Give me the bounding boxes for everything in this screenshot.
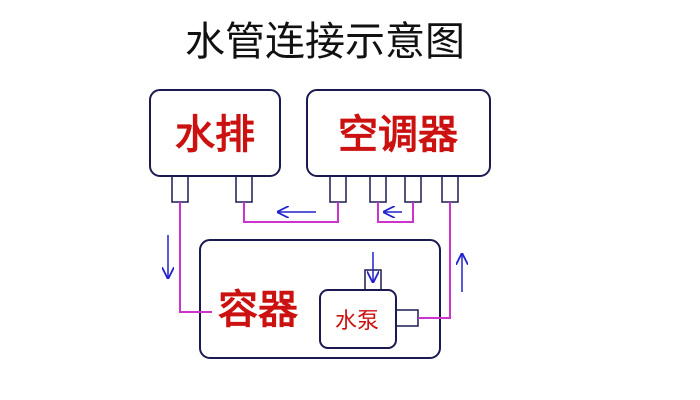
pump-outlet xyxy=(395,309,419,327)
air-conditioner-box xyxy=(306,89,491,177)
radiator-port-left xyxy=(171,175,189,203)
ac-port-2 xyxy=(369,175,387,203)
container-label: 容器 xyxy=(218,287,299,333)
pump-label: 水泵 xyxy=(335,309,379,334)
pipe-ac-loop xyxy=(377,202,414,223)
pipe-radiator-to-container xyxy=(179,202,212,313)
air-conditioner-label: 空调器 xyxy=(338,112,459,158)
pipe-ac-to-radiator xyxy=(243,202,339,223)
ac-port-3 xyxy=(404,175,422,203)
radiator-box xyxy=(149,89,281,177)
diagram-title: 水管连接示意图 xyxy=(185,19,465,65)
ac-port-1 xyxy=(329,175,347,203)
radiator-port-right xyxy=(235,175,253,203)
container-box xyxy=(199,239,441,359)
pipe-pump-to-ac xyxy=(418,202,451,319)
ac-port-4 xyxy=(441,175,459,203)
radiator-label: 水排 xyxy=(175,112,255,158)
